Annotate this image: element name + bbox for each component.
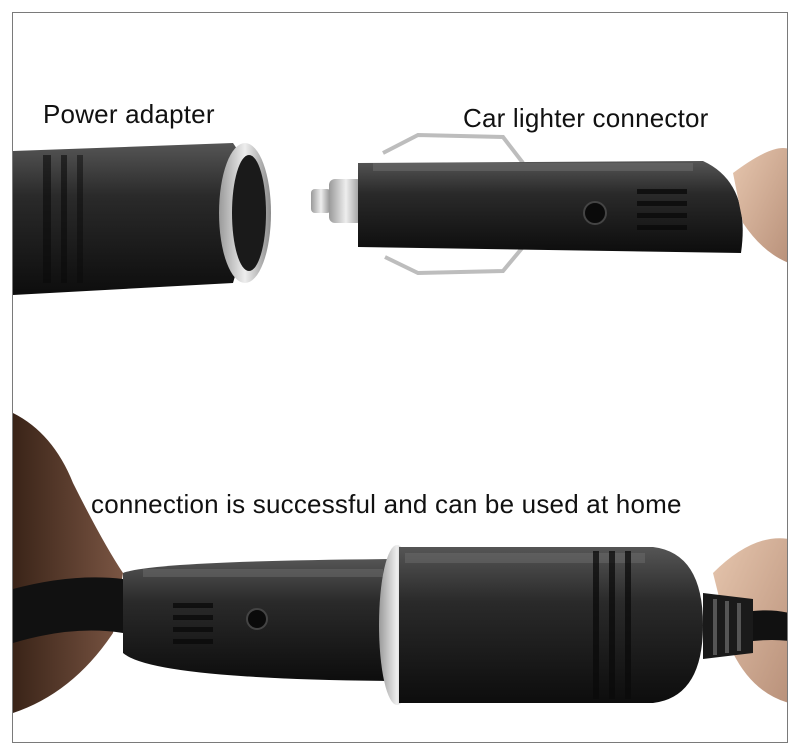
- product-photo: [13, 132, 787, 713]
- power-adapter-label: Power adapter: [43, 99, 215, 129]
- image-frame: Power adapter Car lighter connector conn…: [12, 12, 788, 743]
- power-adapter-socket: [13, 143, 271, 295]
- connection-success-caption: connection is successful and can be used…: [91, 489, 682, 519]
- connected-assembly: [13, 545, 787, 705]
- car-lighter-plug: [311, 132, 787, 276]
- left-hand: [13, 413, 123, 713]
- car-lighter-connector-label: Car lighter connector: [463, 103, 709, 133]
